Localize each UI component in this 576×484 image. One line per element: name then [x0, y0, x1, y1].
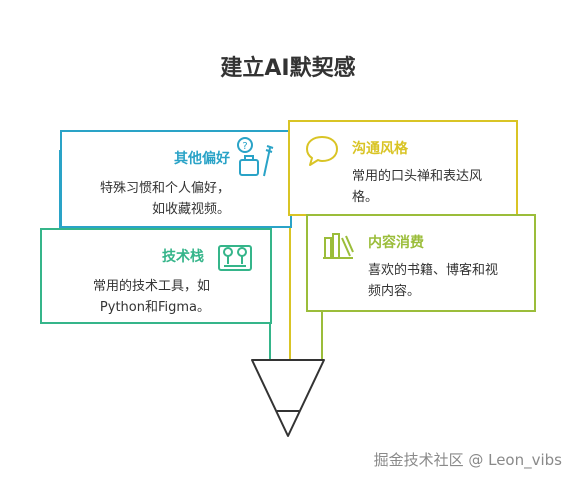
- card-body-line: 频内容。: [368, 284, 421, 299]
- card-heading: 其他偏好: [174, 151, 230, 167]
- card-tech-stack: 技术栈 常用的技术工具，如 Python和Figma。: [40, 228, 272, 324]
- card-body-line: 喜欢的书籍、博客和视: [368, 263, 499, 278]
- card-body-line: 格。: [352, 190, 379, 205]
- card-body-line: Python和Figma。: [99, 300, 210, 315]
- card-body-line: 如收藏视频。: [151, 202, 230, 217]
- card-body: 常用的技术工具，如 Python和Figma。: [93, 276, 210, 318]
- bookshelf-icon: [323, 233, 354, 259]
- card-body: 特殊习惯和个人偏好， 如收藏视频。: [100, 178, 230, 220]
- card-body-line: 特殊习惯和个人偏好，: [99, 181, 230, 196]
- funnel-shape: [251, 359, 325, 437]
- card-heading: 内容消费: [368, 235, 424, 251]
- card-body: 常用的口头禅和表达风 格。: [352, 166, 482, 208]
- card-body: 喜欢的书籍、博客和视 频内容。: [368, 260, 498, 302]
- page-title: 建立AI默契感: [220, 56, 356, 81]
- card-body-line: 常用的口头禅和表达风: [352, 169, 483, 184]
- svg-text:?: ?: [242, 141, 247, 152]
- speech-bubble-icon: [306, 136, 338, 166]
- card-heading: 技术栈: [162, 249, 204, 265]
- card-content-consumption: 内容消费 喜欢的书籍、博客和视 频内容。: [306, 214, 536, 312]
- watermark: 掘金技术社区 @ Leon_vibs: [373, 451, 562, 469]
- toothbrush-suitcase-icon: ?: [237, 137, 274, 177]
- toolbox-icon: [218, 245, 252, 271]
- card-heading: 沟通风格: [352, 141, 408, 157]
- connector-content: [306, 309, 323, 360]
- card-body-line: 常用的技术工具，如: [92, 279, 210, 294]
- card-other-preferences: 其他偏好 ? 特殊习惯和个人偏好， 如收藏视频。: [60, 130, 292, 228]
- card-communication-style: 沟通风格 常用的口头禅和表达风 格。: [288, 120, 518, 216]
